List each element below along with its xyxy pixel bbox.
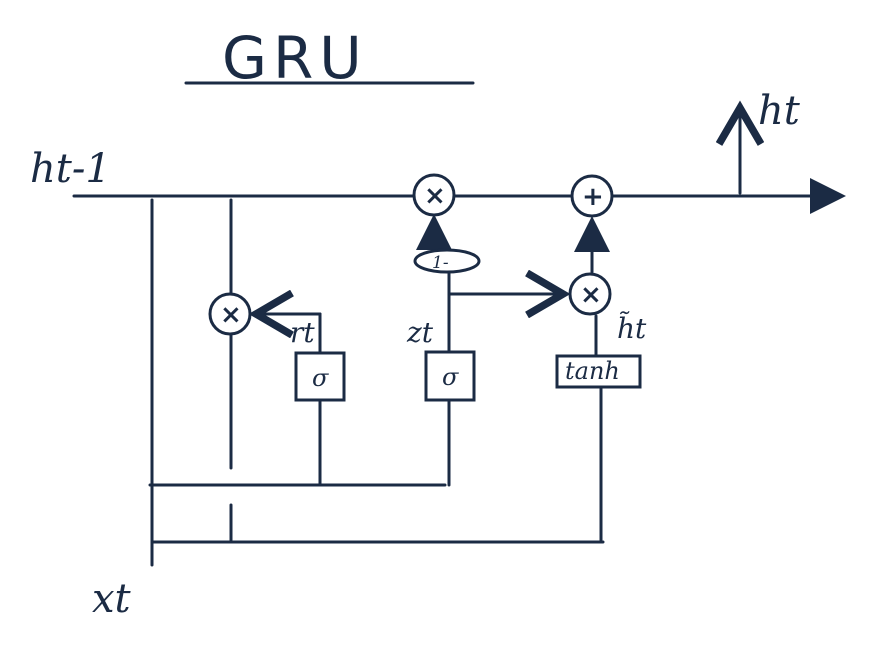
reset-gate-label: rt	[290, 316, 315, 349]
candidate-label: h̃t	[617, 311, 647, 345]
diagram-title: GRU	[222, 24, 368, 92]
sigma-z-box	[424, 350, 476, 402]
add-symbol: +	[582, 182, 604, 212]
candidate-multiply-node	[568, 272, 612, 316]
tanh-label: tanh	[565, 357, 620, 385]
x-input-label: xt	[92, 576, 132, 622]
candidate-multiply-symbol: ×	[580, 280, 602, 310]
sigma-r-box	[294, 351, 346, 402]
reset-multiply-symbol: ×	[220, 300, 242, 330]
one-minus-node	[413, 248, 481, 274]
sigma-r-label: σ	[312, 364, 329, 392]
h-out-label: ht	[758, 88, 801, 134]
reset-multiply-node	[208, 292, 252, 336]
add-node	[570, 174, 614, 218]
update-multiply-node	[412, 173, 456, 217]
one-minus-label: 1-	[432, 253, 449, 273]
sigma-z-label: σ	[442, 363, 459, 391]
h-prev-label: ht-1	[30, 146, 111, 192]
update-gate-label: zt	[406, 316, 434, 349]
tanh-box	[555, 354, 642, 389]
update-multiply-symbol: ×	[424, 181, 446, 211]
